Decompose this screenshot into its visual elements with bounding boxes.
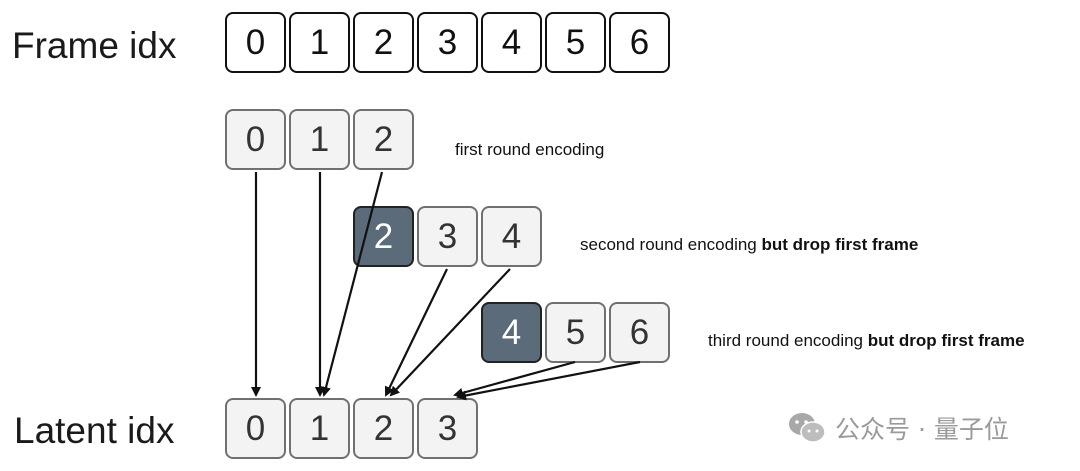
round2-caption-text: second round encoding [580,235,762,254]
round2-cell-2: 4 [481,206,542,267]
arrow-round3-5-to-latent-3 [453,360,576,398]
frame-cell-5: 5 [545,12,606,73]
round1-caption-text: first round encoding [455,140,605,159]
round1-cell-1: 1 [289,109,350,170]
frame-idx-label: Frame idx [12,25,177,66]
latent-cell-1: 1 [289,398,350,459]
round2-caption-bold: but drop first frame [761,235,919,254]
arrow-round1-2-to-latent-1 [321,171,384,397]
frame-cell-2: 2 [353,12,414,73]
round3-dropped-cell: 4 [481,302,542,363]
round3-caption-text: third round encoding [708,331,868,350]
round2-cell-1: 3 [417,206,478,267]
round1-cell-0: 0 [225,109,286,170]
round3-cell-2: 6 [609,302,670,363]
round3-cell-1: 5 [545,302,606,363]
latent-cell-0: 0 [225,398,286,459]
wechat-icon [789,413,826,443]
latent-idx-label: Latent idx [14,410,175,451]
round2-caption: second round encoding but drop first fra… [580,235,918,255]
round3-caption-bold: but drop first frame [867,331,1025,350]
arrow-round2-3-to-latent-2 [384,268,448,397]
arrow-round2-4-to-latent-2 [389,268,511,397]
watermark-text: 公众号 · 量子位 [835,415,1009,444]
frame-cell-4: 4 [481,12,542,73]
frame-cell-3: 3 [417,12,478,73]
frame-cell-0: 0 [225,12,286,73]
round2-dropped-cell: 2 [353,206,414,267]
round1-cell-2: 2 [353,109,414,170]
arrow-round3-6-to-latent-3 [456,360,641,401]
watermark: 公众号 · 量子位 [787,410,1009,446]
round3-caption: third round encoding but drop first fram… [708,331,1025,351]
frame-cell-6: 6 [609,12,670,73]
latent-cell-2: 2 [353,398,414,459]
frame-cell-1: 1 [289,12,350,73]
latent-cell-3: 3 [417,398,478,459]
round1-caption: first round encoding [455,140,604,160]
